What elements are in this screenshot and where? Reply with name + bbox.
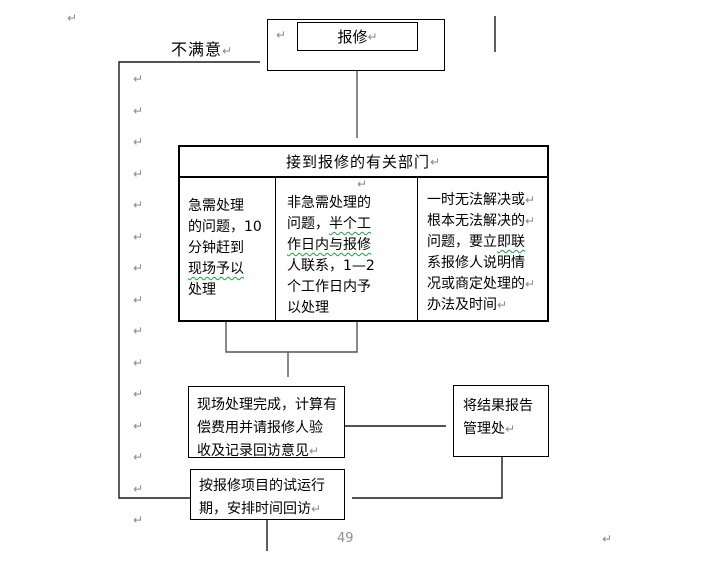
return-mark-icon: ↵ bbox=[133, 229, 144, 244]
receive-columns: 急需处理 的问题，10 分钟赶到 现场予以 处理 非急需处理的 问题，半个工 作… bbox=[180, 178, 547, 320]
onsite-line: 偿费用并请报修人验 bbox=[197, 420, 323, 436]
return-mark-icon: ↵ bbox=[505, 422, 516, 436]
return-mark-icon: ↵ bbox=[133, 135, 144, 149]
column-line: 人联系，1—2 bbox=[287, 258, 375, 274]
return-mark-icon: ↵ bbox=[133, 418, 144, 433]
column-line: 现场予以 bbox=[188, 261, 244, 277]
feedback-label: 不满意↵ bbox=[171, 36, 233, 60]
return-mark-icon: ↵ bbox=[497, 298, 508, 312]
column-unsolvable: 一时无法解决或↵ 根本无法解决的↵ 问题，要立即联 系报修人说明情 况或商定处理… bbox=[417, 178, 547, 320]
return-mark-icon: ↵ bbox=[133, 481, 144, 496]
revisit-line: 期，安排时间回访↵ bbox=[199, 501, 322, 517]
return-mark-icon: ↵ bbox=[222, 44, 234, 58]
return-mark-icon: ↵ bbox=[525, 214, 536, 228]
return-mark-icon: ↵ bbox=[133, 198, 144, 212]
return-mark-icon: ↵ bbox=[525, 277, 536, 291]
column-urgent: 急需处理 的问题，10 分钟赶到 现场予以 处理 bbox=[180, 178, 275, 320]
page-number: 49 bbox=[337, 531, 354, 546]
column-line: 一时无法解决或↵ bbox=[427, 192, 536, 208]
column-line: 个工作日内予 bbox=[287, 279, 371, 295]
revisit-box: 按报修项目的试运行 期，安排时间回访↵ bbox=[190, 469, 345, 520]
return-mark-icon: ↵ bbox=[67, 11, 78, 25]
column-line: 办法及时间↵ bbox=[427, 297, 508, 313]
receive-table: 接到报修的有关部门↵ 急需处理 的问题，10 分钟赶到 现场予以 处理 非急需处… bbox=[178, 145, 549, 322]
revisit-line: 按报修项目的试运行 bbox=[199, 478, 325, 494]
onsite-box: 现场处理完成，计算有 偿费用并请报修人验 收及记录回访意见↵ bbox=[188, 386, 345, 459]
return-mark-icon: ↵ bbox=[276, 28, 287, 42]
column-non-urgent: 非急需处理的 问题，半个工 作日内与报修 人联系，1—2 个工作日内予 以处理 bbox=[275, 178, 417, 320]
columns-merge-bracket bbox=[225, 322, 358, 353]
return-mark-icon: ↵ bbox=[311, 502, 322, 516]
return-mark-icon: ↵ bbox=[133, 72, 144, 86]
column-line: 以处理 bbox=[287, 300, 329, 316]
feedback-label-text: 不满意 bbox=[171, 40, 223, 59]
column-line: 问题，半个工 bbox=[287, 216, 371, 232]
onsite-line: 收及记录回访意见↵ bbox=[197, 443, 320, 459]
column-line: 分钟赶到 bbox=[188, 240, 244, 256]
return-mark-icon: ↵ bbox=[429, 154, 442, 169]
column-line: 作日内与报修 bbox=[287, 237, 371, 253]
report-box: 将结果报告 管理处↵ bbox=[453, 385, 549, 457]
report-line: 管理处↵ bbox=[463, 421, 516, 437]
receive-header: 接到报修的有关部门↵ bbox=[180, 147, 547, 178]
report-to-revisit-arrow bbox=[352, 457, 503, 499]
return-mark-icon: ↵ bbox=[367, 29, 378, 44]
return-mark-icon: ↵ bbox=[133, 166, 144, 181]
return-mark-icon: ↵ bbox=[133, 103, 144, 118]
return-mark-icon: ↵ bbox=[133, 513, 144, 527]
onsite-line: 现场处理完成，计算有 bbox=[197, 397, 337, 413]
report-line: 将结果报告 bbox=[463, 398, 533, 414]
start-box: 报修↵ bbox=[297, 22, 418, 51]
column-line: 系报修人说明情 bbox=[427, 255, 525, 271]
start-box-title: 报修 bbox=[337, 28, 368, 46]
return-mark-icon: ↵ bbox=[309, 444, 320, 458]
receive-header-title: 接到报修的有关部门 bbox=[285, 153, 430, 171]
return-mark-icon: ↵ bbox=[133, 355, 144, 370]
return-mark-icon: ↵ bbox=[525, 193, 536, 207]
column-line: 急需处理 bbox=[188, 198, 244, 214]
column-line: 非急需处理的 bbox=[287, 195, 371, 211]
return-mark-icon: ↵ bbox=[133, 387, 144, 401]
column-line: 问题，要立即联 bbox=[427, 234, 525, 250]
column-line: 的问题，10 bbox=[188, 219, 262, 235]
return-mark-icon: ↵ bbox=[133, 324, 144, 338]
column-line: 根本无法解决的↵ bbox=[427, 213, 536, 229]
return-mark-icon: ↵ bbox=[133, 450, 144, 464]
column-line: 况或商定处理的↵ bbox=[427, 276, 536, 292]
return-mark-icon: ↵ bbox=[133, 261, 144, 275]
return-mark-icon: ↵ bbox=[133, 292, 144, 307]
return-mark-icon: ↵ bbox=[602, 532, 613, 546]
column-line: 处理 bbox=[188, 282, 216, 298]
return-mark-icon: ↵ bbox=[357, 177, 368, 191]
